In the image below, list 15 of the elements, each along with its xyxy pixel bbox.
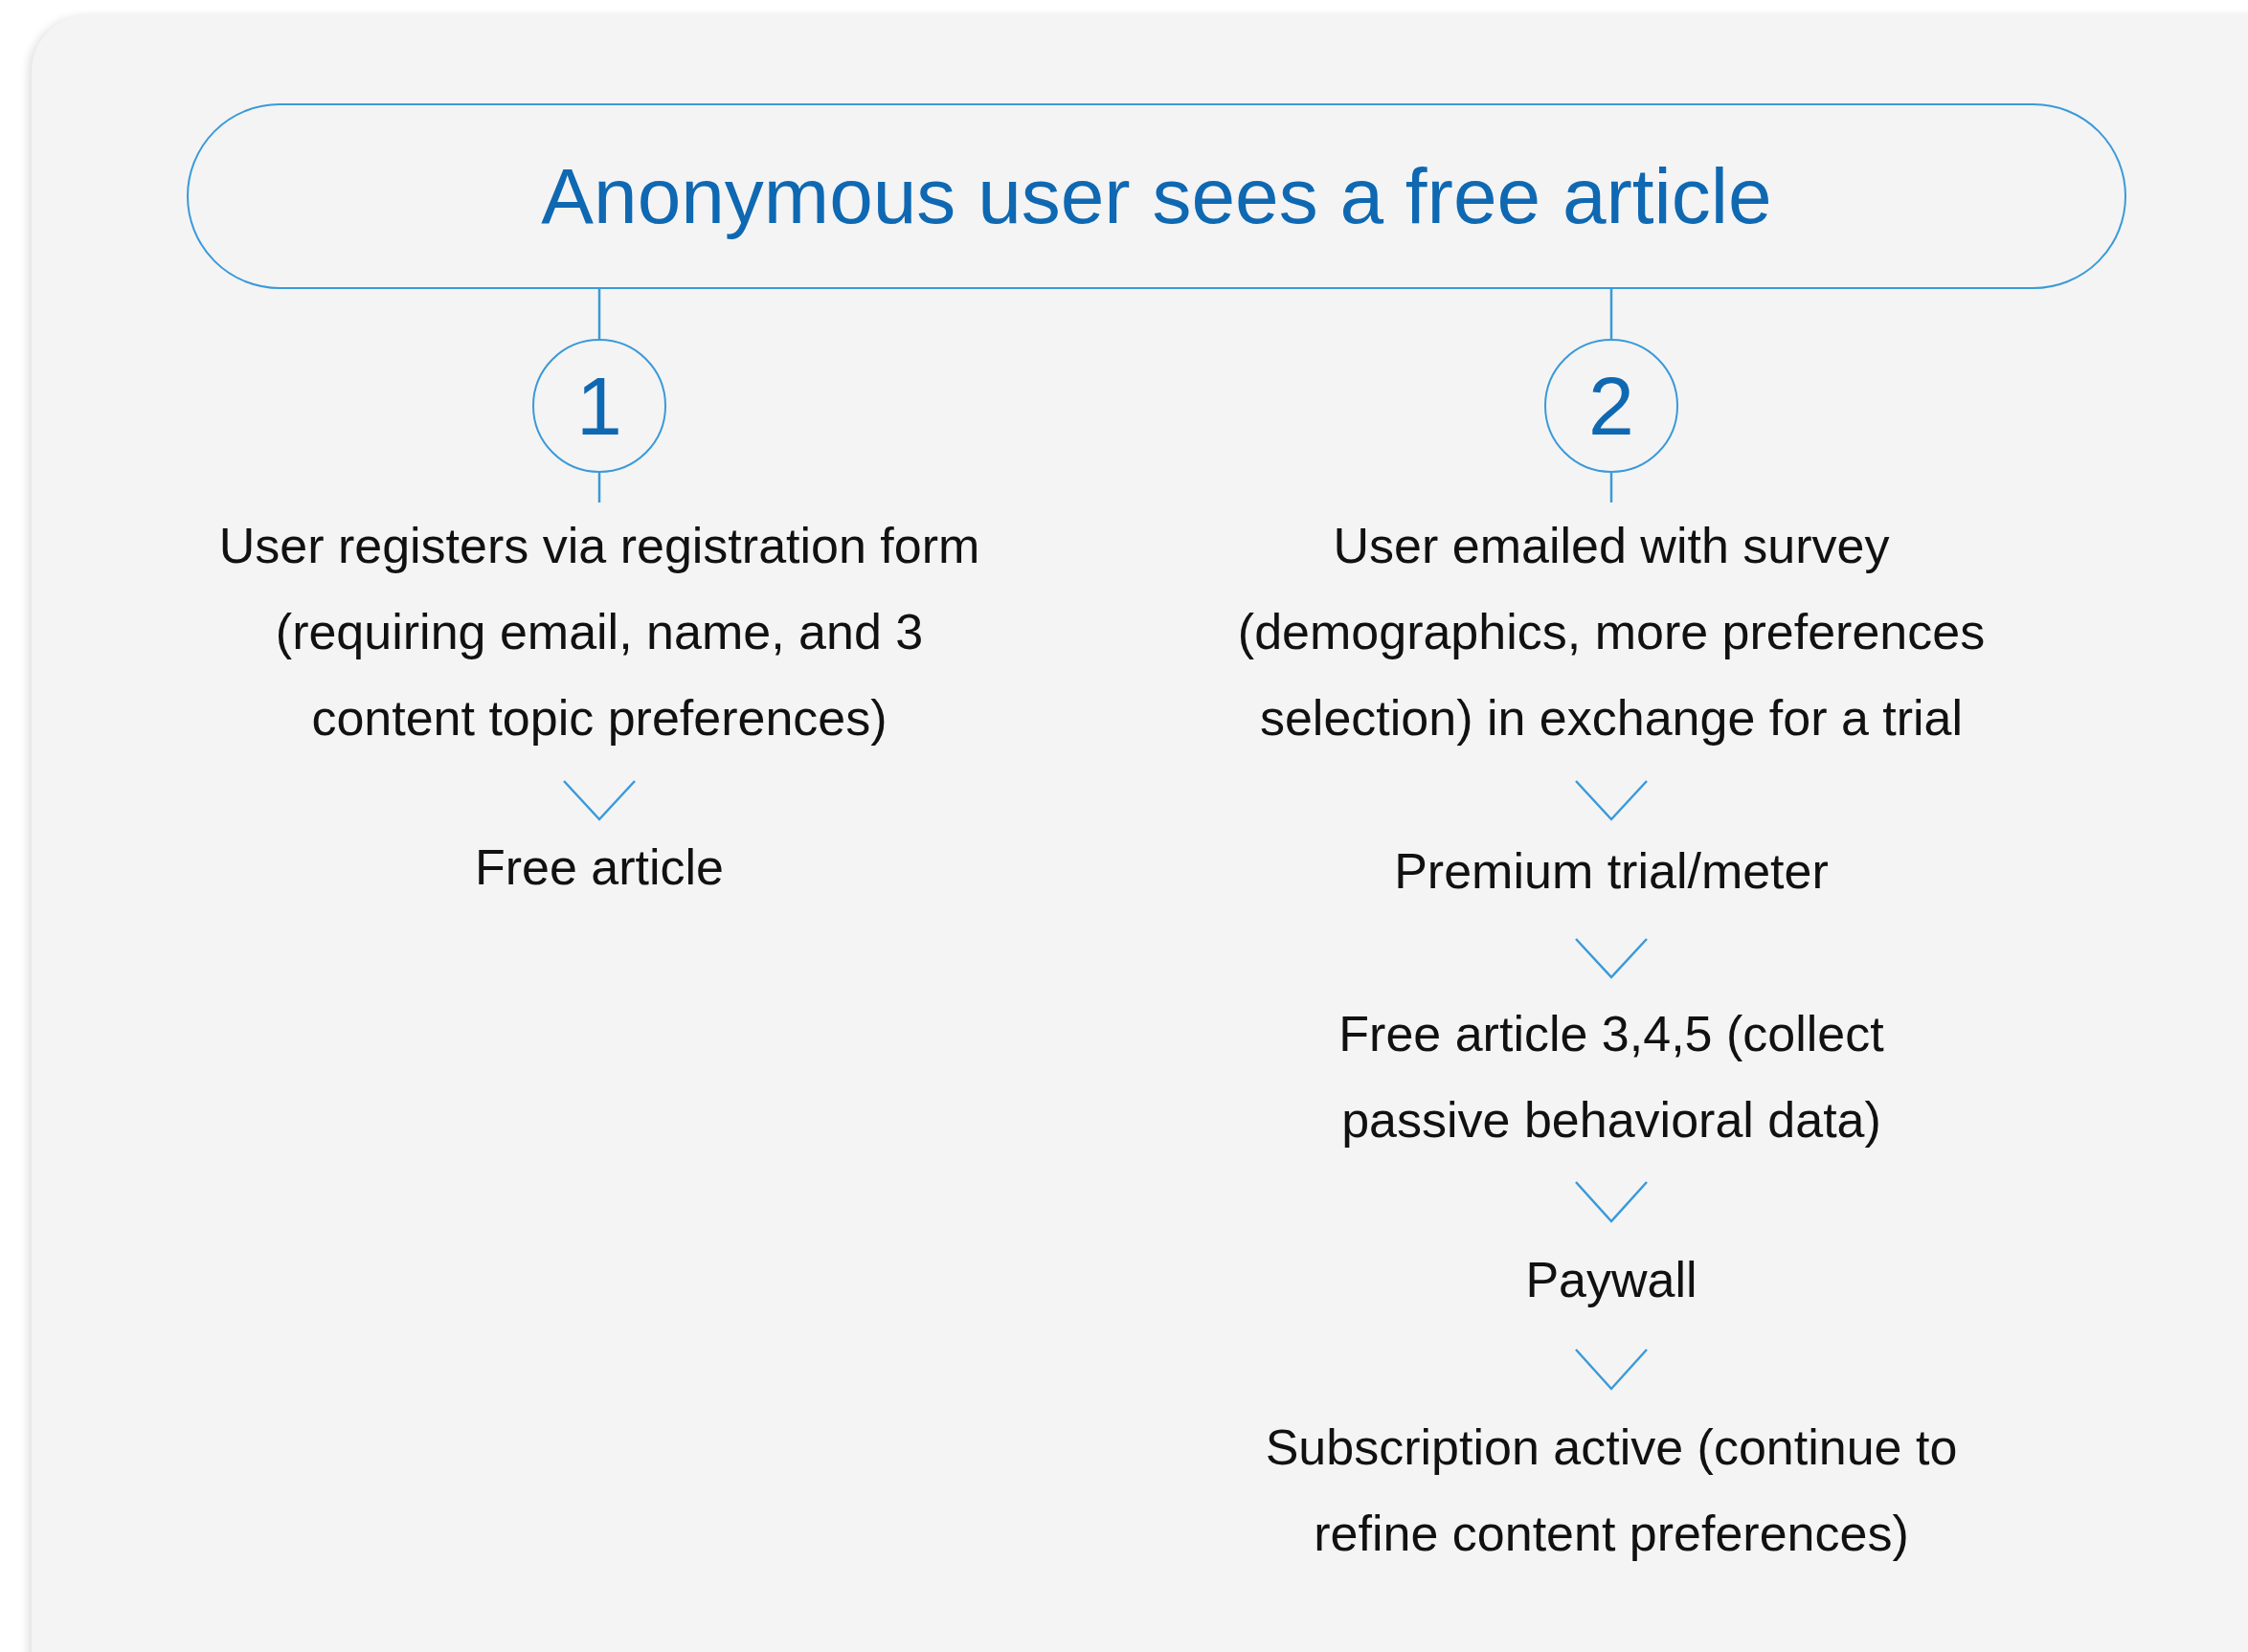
step-number: 1 bbox=[576, 365, 622, 447]
step-text: Free article 3,4,5 (collect passive behavioral data) bbox=[1338, 1005, 1885, 1150]
step-number: 2 bbox=[1588, 365, 1634, 447]
connector-line bbox=[1609, 473, 1613, 502]
connector-line bbox=[1609, 289, 1613, 339]
step-text: Premium trial/meter bbox=[1394, 842, 1829, 901]
step-text: User emailed with survey (demographics, more preferences selection) in exchange for a trial bbox=[1236, 517, 1987, 748]
connector-line bbox=[597, 289, 601, 339]
step-text: Paywall bbox=[1525, 1251, 1697, 1309]
pill-title: Anonymous user sees a free article bbox=[541, 151, 1772, 241]
step-text: User registers via registration form (requiring email, name, and 3 content topic preferences) bbox=[217, 517, 981, 748]
start-pill bbox=[187, 103, 2126, 289]
step-text: Free article bbox=[474, 838, 725, 897]
connector-line bbox=[597, 473, 601, 502]
step-text: Subscription active (continue to refine content preferences) bbox=[1264, 1418, 1959, 1563]
